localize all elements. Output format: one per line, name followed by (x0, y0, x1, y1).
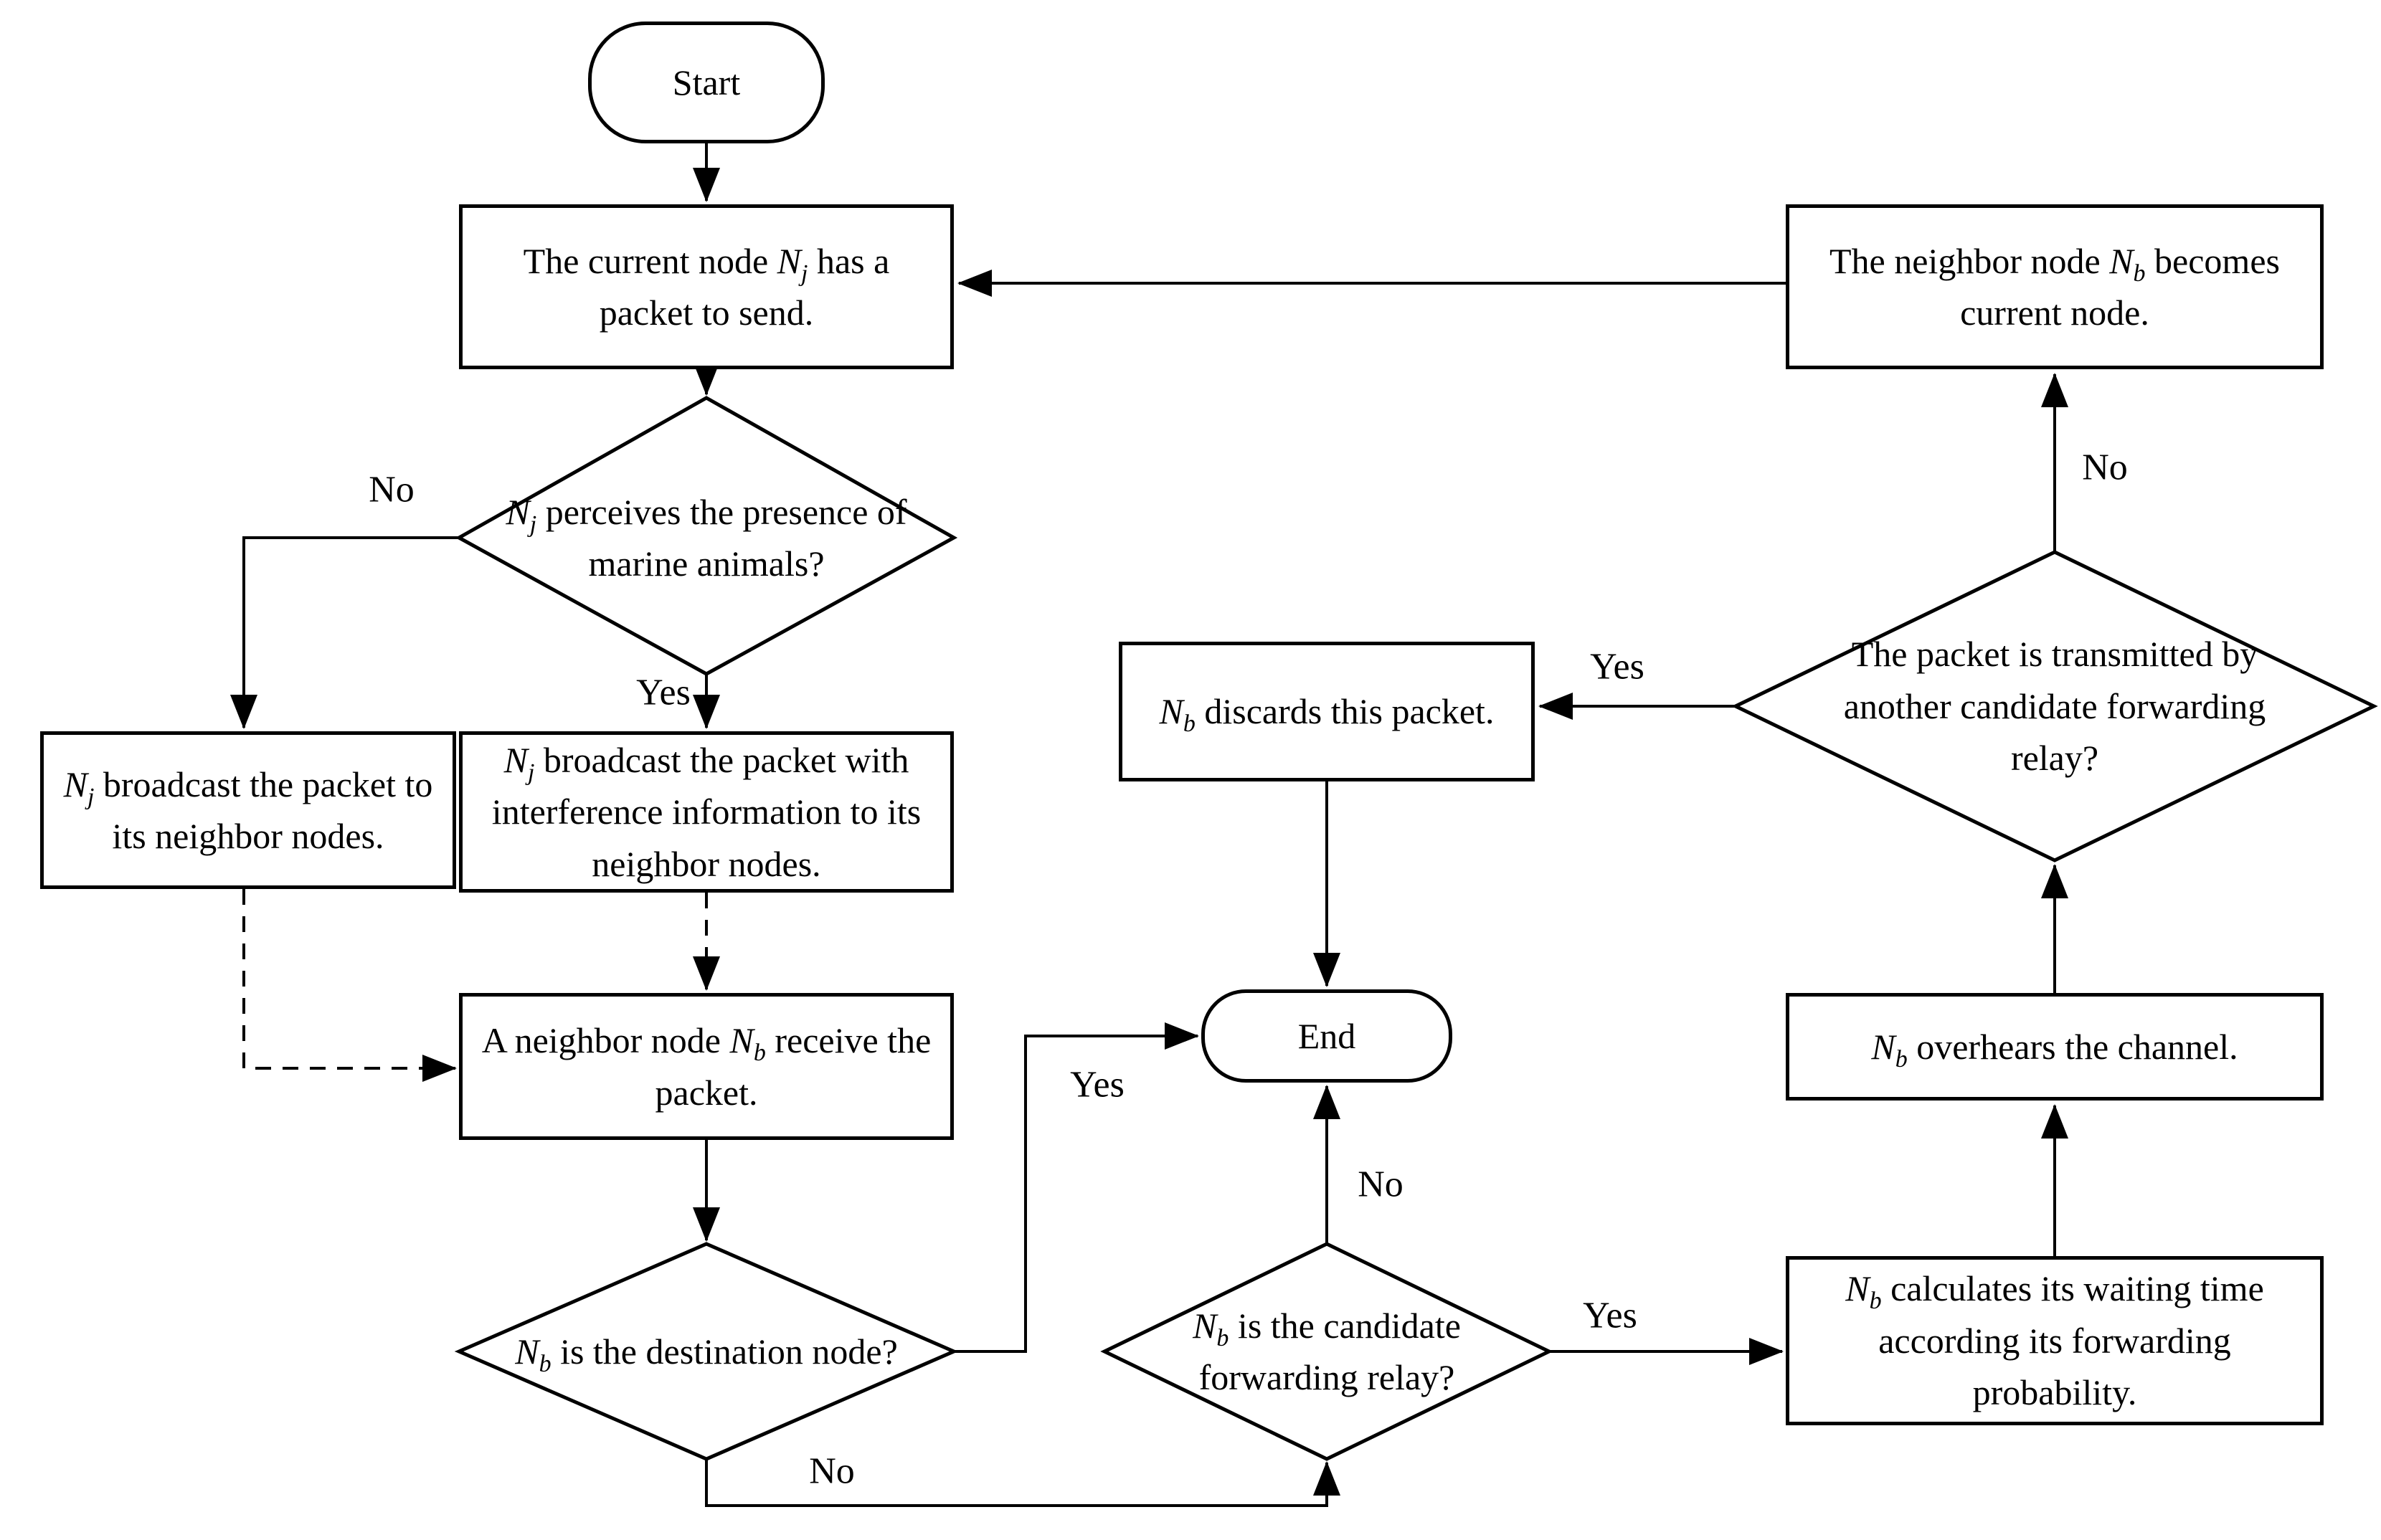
process-becomes-current-node: The neighbor node Nb becomes current nod… (1786, 204, 2324, 369)
label-marine-yes: Yes (636, 672, 691, 713)
process-current-node-text: The current node Nj has a packet to send… (523, 240, 890, 333)
decision-candidate-relay-shape (1100, 1242, 1553, 1461)
decision-transmitted-by-another-text: The packet is transmitted by another can… (1843, 634, 2266, 779)
edge-broadcast-receive-dashed (242, 889, 457, 1082)
decision-transmitted-by-another-shape (1731, 550, 2378, 862)
end-label: End (1297, 1015, 1356, 1056)
process-overhears-channel-text: Nb overhears the channel. (1871, 1026, 2238, 1073)
process-broadcast-interference: Nj broadcast the packet with interferenc… (459, 731, 954, 893)
process-discards-packet-text: Nb discards this packet. (1159, 691, 1495, 738)
label-destination-no: No (809, 1450, 855, 1492)
start-label: Start (672, 62, 741, 103)
process-current-node: The current node Nj has a packet to send… (459, 204, 954, 369)
label-candidate-no: No (1358, 1164, 1403, 1205)
edge-marine-no-broadcast (230, 536, 459, 729)
decision-marine-animals-text: Nj perceives the presence of marine anim… (506, 491, 907, 584)
end-node: End (1201, 989, 1452, 1083)
process-broadcast-plain: Nj broadcast the packet to its neighbor … (40, 731, 456, 889)
edge-destination-yes-end (954, 1022, 1199, 1353)
label-transmitted-no: No (2082, 447, 2128, 488)
decision-candidate-relay: Nb is the candidate forwarding relay? (1126, 1280, 1528, 1423)
decision-marine-animals: Nj perceives the presence of marine anim… (506, 466, 907, 609)
process-calculates-waiting-time-text: Nb calculates its waiting time according… (1845, 1268, 2264, 1413)
process-overhears-channel: Nb overhears the channel. (1786, 993, 2324, 1101)
decision-candidate-relay-text: Nb is the candidate forwarding relay? (1193, 1305, 1461, 1398)
process-broadcast-plain-text: Nj broadcast the packet to its neighbor … (63, 764, 433, 857)
label-transmitted-yes: Yes (1590, 646, 1644, 688)
label-marine-no: No (369, 469, 415, 510)
process-neighbor-receive-text: A neighbor node Nb receive the packet. (481, 1020, 932, 1113)
process-discards-packet: Nb discards this packet. (1119, 642, 1535, 781)
decision-transmitted-by-another: The packet is transmitted by another can… (1797, 627, 2313, 785)
start-node: Start (588, 22, 825, 143)
process-calculates-waiting-time: Nb calculates its waiting time according… (1786, 1256, 2324, 1425)
process-broadcast-interference-text: Nj broadcast the packet with interferenc… (491, 739, 922, 884)
process-neighbor-receive: A neighbor node Nb receive the packet. (459, 993, 954, 1140)
decision-destination-node-text: Nb is the destination node? (515, 1331, 898, 1377)
label-destination-yes: Yes (1070, 1064, 1125, 1106)
label-candidate-yes: Yes (1583, 1295, 1637, 1336)
process-becomes-current-node-text: The neighbor node Nb becomes current nod… (1829, 240, 2280, 333)
edge-destination-no-candidate (705, 1459, 1340, 1507)
decision-destination-node: Nb is the destination node? (506, 1280, 907, 1423)
